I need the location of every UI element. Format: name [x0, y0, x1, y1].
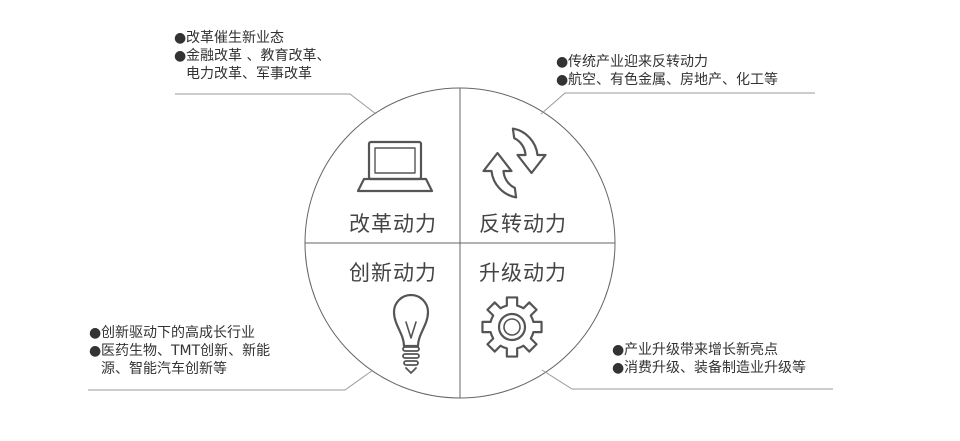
note-text: 电力改革、军事改革 [186, 66, 312, 82]
gear-icon [481, 296, 543, 358]
bullet-icon: ● [174, 30, 187, 46]
gear-center-ring-inner [503, 318, 521, 336]
note-text: 创新驱动下的高成长行业 [101, 325, 255, 341]
note-top-left: ●改革催生新业态 ●金融改革 、教育改革、 电力改革、军事改革 [174, 29, 330, 83]
note-text: 传统产业迎来反转动力 [568, 54, 708, 70]
note-text: 源、智能汽车创新等 [101, 361, 227, 377]
note-bottom-left: ●创新驱动下的高成长行业 ●医药生物、TMT创新、新能 源、智能汽车创新等 [89, 324, 270, 378]
quadrant-label-reversal: 反转动力 [479, 212, 567, 236]
bullet-icon: ● [89, 325, 102, 341]
leader-line-top-right [540, 92, 815, 115]
note-text: 改革催生新业态 [186, 30, 284, 46]
quadrant-label-upgrade: 升级动力 [479, 261, 567, 285]
bullet-icon: ● [89, 343, 102, 359]
gear-center-ring [497, 312, 527, 342]
quadrant-label-innovation: 创新动力 [349, 261, 437, 285]
note-top-right: ●传统产业迎来反转动力 ●航空、有色金属、房地产、化工等 [556, 53, 778, 89]
recycle-arrows-icon [482, 127, 547, 199]
note-text: 航空、有色金属、房地产、化工等 [568, 72, 778, 88]
bullet-icon: ● [612, 360, 625, 376]
quadrant-label-reform: 改革动力 [349, 212, 437, 236]
note-text: 消费升级、装备制造业升级等 [624, 360, 806, 376]
gear-outline [481, 296, 543, 358]
bullet-icon: ● [556, 54, 569, 70]
bullet-icon: ● [556, 72, 569, 88]
note-text: 医药生物、TMT创新、新能 [101, 343, 271, 359]
leader-line-bottom-left [88, 369, 374, 391]
lightbulb-icon [392, 293, 430, 374]
note-text: 金融改革 、教育改革、 [186, 48, 331, 64]
laptop-icon [356, 140, 434, 193]
leader-line-top-left [175, 93, 377, 115]
note-text: 产业升级带来增长新亮点 [624, 342, 778, 358]
note-bottom-right: ●产业升级带来增长新亮点 ●消费升级、装备制造业升级等 [612, 341, 806, 377]
bullet-icon: ● [612, 342, 625, 358]
leader-line-bottom-right [541, 369, 833, 390]
bullet-icon: ● [174, 48, 187, 64]
